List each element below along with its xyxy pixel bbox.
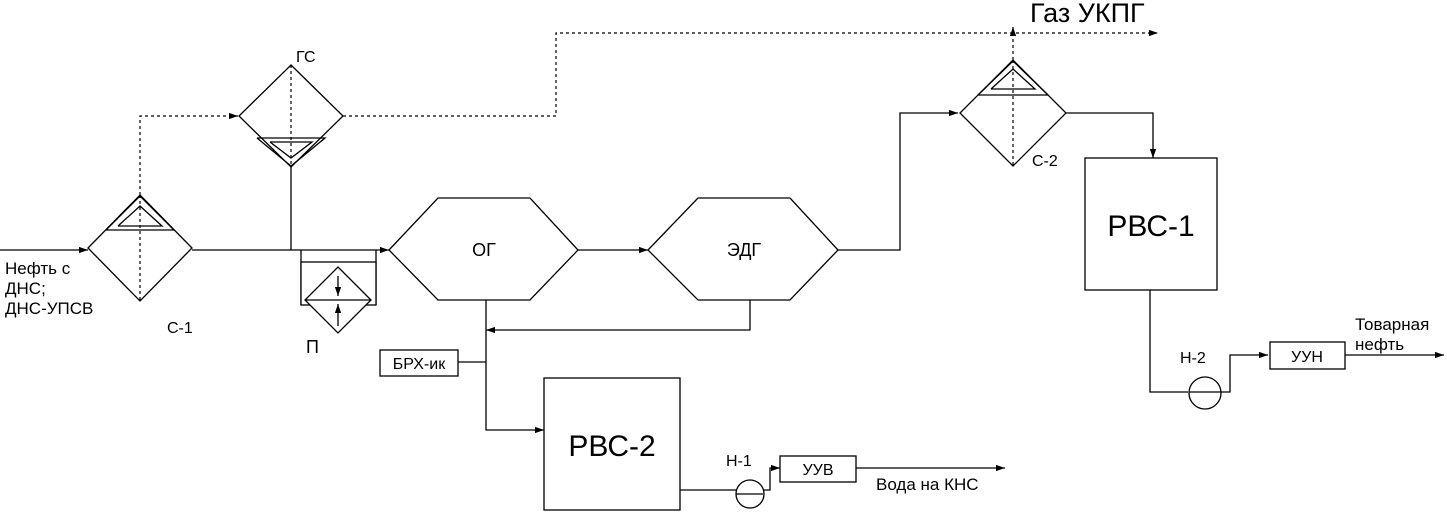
gas-lines bbox=[139, 27, 1158, 195]
reagent-block-brx bbox=[379, 349, 459, 377]
label-n1: Н-1 bbox=[726, 453, 752, 470]
label-edg: ЭДГ bbox=[727, 240, 762, 260]
label-uun: УУН bbox=[1291, 349, 1323, 366]
line-edg-to-c2 bbox=[838, 109, 958, 251]
separator-c1 bbox=[87, 194, 193, 302]
label-rvs1: РВС-1 bbox=[1107, 210, 1194, 243]
label-uuv: УУВ bbox=[803, 462, 834, 479]
gas-separator-gs bbox=[238, 64, 344, 168]
label-gas-out: Газ УКПГ bbox=[1030, 0, 1145, 28]
tank-rvs1 bbox=[1084, 157, 1218, 291]
line-og-water-to-rvs2 bbox=[485, 300, 544, 434]
line-rvs1-to-n2 bbox=[1149, 290, 1188, 393]
line-c2-to-rvs1 bbox=[1066, 112, 1157, 158]
label-brx: БРХ-ик bbox=[393, 356, 446, 373]
gas-line-c1-to-gs bbox=[139, 112, 238, 195]
line-edg-water-return bbox=[486, 300, 751, 334]
label-water-out: Вода на КНС bbox=[876, 475, 979, 494]
tank-rvs2 bbox=[543, 377, 681, 511]
meter-uuv bbox=[779, 455, 857, 483]
label-c2: С-2 bbox=[1032, 153, 1058, 170]
label-p: П bbox=[306, 337, 319, 357]
gas-line-gs-to-header bbox=[343, 29, 1158, 117]
pump-n2 bbox=[1188, 376, 1222, 410]
separator-c2 bbox=[959, 59, 1067, 167]
meter-uun bbox=[1269, 341, 1346, 370]
label-gs: ГС bbox=[296, 49, 316, 66]
label-n2: Н-2 bbox=[1180, 350, 1206, 367]
electro-dehydrator-edg bbox=[647, 197, 839, 301]
pump-n1 bbox=[735, 479, 765, 509]
line-n2-to-uun bbox=[1222, 351, 1268, 393]
heater-p bbox=[300, 261, 377, 334]
liquid-lines bbox=[0, 109, 1444, 491]
label-c1: С-1 bbox=[167, 320, 193, 337]
label-og: ОГ bbox=[472, 240, 496, 260]
settler-og bbox=[388, 197, 579, 301]
label-rvs2: РВС-2 bbox=[568, 430, 655, 463]
line-n1-to-uuv bbox=[763, 464, 780, 491]
